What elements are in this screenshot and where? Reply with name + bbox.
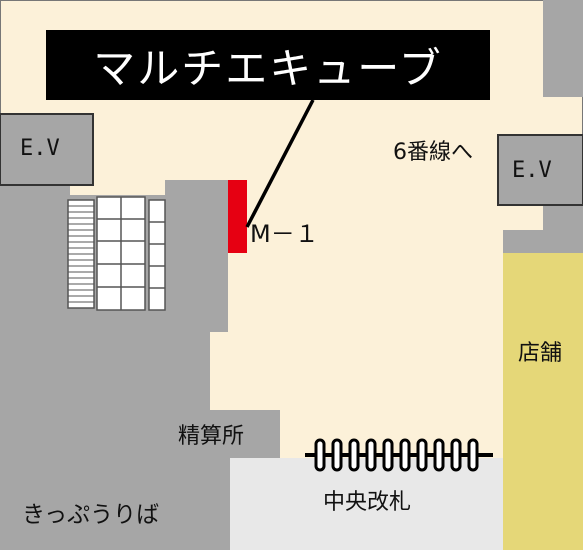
ticket-gates (305, 438, 493, 472)
wall-top-right (543, 0, 583, 97)
staircase-icon (67, 199, 95, 309)
shop-label: 店舗 (518, 341, 563, 366)
ticket-office-label: きっぷうりば (22, 502, 160, 528)
to-line6-label: 6番線へ (393, 140, 473, 165)
wall-right-step (503, 230, 548, 255)
pointer-line (245, 99, 315, 228)
marker-label: M－１ (250, 220, 319, 248)
gate-area (230, 458, 503, 550)
ev-right-label: E.V (512, 158, 552, 183)
central-gate-label: 中央改札 (323, 490, 412, 515)
ev-right-box (497, 134, 583, 206)
ev-left-box (0, 113, 94, 186)
shop-area (503, 253, 583, 550)
ev-left-label: E.V (20, 136, 60, 161)
fare-adjust-label: 精算所 (178, 424, 245, 449)
escalator-icon (96, 196, 166, 311)
marker-m1 (228, 180, 247, 253)
banner-title: マルチエキューブ (46, 30, 490, 100)
